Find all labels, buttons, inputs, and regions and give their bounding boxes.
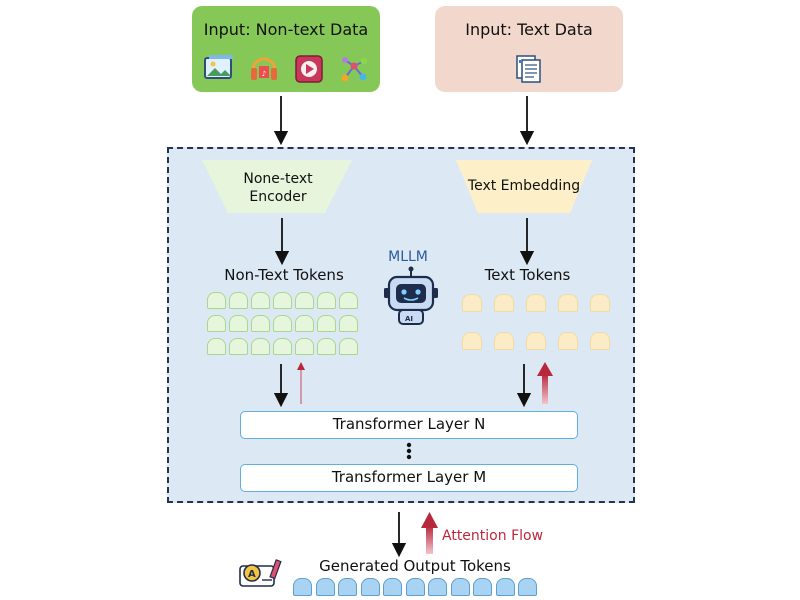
robot-icon: AI — [384, 266, 438, 325]
attention-arrowhead-text — [537, 362, 553, 376]
nontext-token — [273, 315, 292, 332]
output-token — [495, 578, 515, 596]
nontext-encoder-label: None-text Encoder — [222, 170, 334, 206]
text-token — [494, 294, 514, 312]
svg-text:♪: ♪ — [261, 70, 265, 78]
nontext-token — [339, 292, 358, 309]
nontext-encoder-shape — [202, 160, 352, 213]
attention-arrow-text — [542, 374, 548, 404]
nontext-token — [251, 292, 270, 309]
mllm-label: MLLM — [388, 249, 428, 265]
document-icon — [516, 55, 541, 83]
nontext-input-box: Input: Non-text Data ♪ — [192, 6, 380, 92]
output-token — [338, 578, 357, 596]
nontext-token — [207, 315, 226, 332]
text-token — [462, 294, 482, 312]
text-token — [590, 332, 610, 350]
nontext-token — [229, 315, 248, 332]
text-input-box: Input: Text Data — [435, 6, 623, 92]
text-token — [558, 332, 578, 350]
video-icon — [294, 55, 323, 83]
output-token — [383, 578, 402, 596]
output-token — [405, 578, 425, 596]
text-token — [462, 332, 482, 350]
attention-flow-label: Attention Flow — [442, 528, 544, 544]
nontext-encoder-text: None-text Encoder — [243, 171, 313, 205]
svg-text:A: A — [248, 569, 256, 580]
nontext-token — [317, 338, 336, 355]
transformer-layer-n: Transformer Layer N — [240, 411, 578, 439]
graph-icon — [341, 57, 367, 82]
attention-arrow-output — [426, 526, 433, 554]
nontext-token — [317, 315, 336, 332]
nontext-token — [339, 338, 358, 355]
text-icons-row — [435, 52, 623, 86]
output-token — [428, 578, 447, 596]
output-token — [315, 578, 335, 596]
writing-icon: A — [239, 559, 282, 587]
output-token — [450, 578, 470, 596]
nontext-token — [295, 338, 314, 355]
nontext-token — [251, 315, 270, 332]
nontext-token — [207, 292, 226, 309]
image-icon — [203, 55, 233, 79]
output-token — [360, 578, 380, 596]
ellipsis-dot — [406, 448, 412, 454]
svg-text:AI: AI — [405, 315, 413, 323]
nontext-token — [207, 338, 226, 355]
text-token — [590, 294, 610, 312]
text-embedding-label: Text Embedding — [467, 178, 581, 194]
ellipsis-dot — [406, 442, 412, 448]
transformer-layer-m: Transformer Layer M — [240, 464, 578, 492]
nontext-token — [295, 315, 314, 332]
attention-arrowhead-nontext — [297, 362, 305, 370]
nontext-token — [229, 292, 248, 309]
nontext-icons-row: ♪ — [192, 52, 380, 86]
nontext-input-title: Input: Non-text Data — [203, 20, 369, 39]
output-token — [518, 578, 537, 596]
audio-icon: ♪ — [250, 57, 277, 80]
text-token — [494, 332, 514, 350]
nontext-token — [229, 338, 248, 355]
attention-arrowhead-output — [421, 512, 438, 528]
nontext-token — [317, 292, 336, 309]
text-token — [558, 294, 578, 312]
nontext-token — [273, 292, 292, 309]
output-token — [293, 578, 312, 596]
nontext-token — [251, 338, 270, 355]
text-token — [526, 332, 546, 350]
nontext-tokens-label: Non-Text Tokens — [224, 266, 344, 284]
text-token — [526, 294, 546, 312]
nontext-token — [273, 338, 292, 355]
nontext-token — [295, 292, 314, 309]
ellipsis-dot — [406, 454, 412, 460]
text-input-title: Input: Text Data — [465, 20, 593, 39]
nontext-token — [339, 315, 358, 332]
text-embedding-shape — [456, 160, 592, 213]
output-token — [473, 578, 492, 596]
output-tokens-label: Generated Output Tokens — [319, 557, 511, 575]
text-tokens-label: Text Tokens — [484, 266, 571, 284]
